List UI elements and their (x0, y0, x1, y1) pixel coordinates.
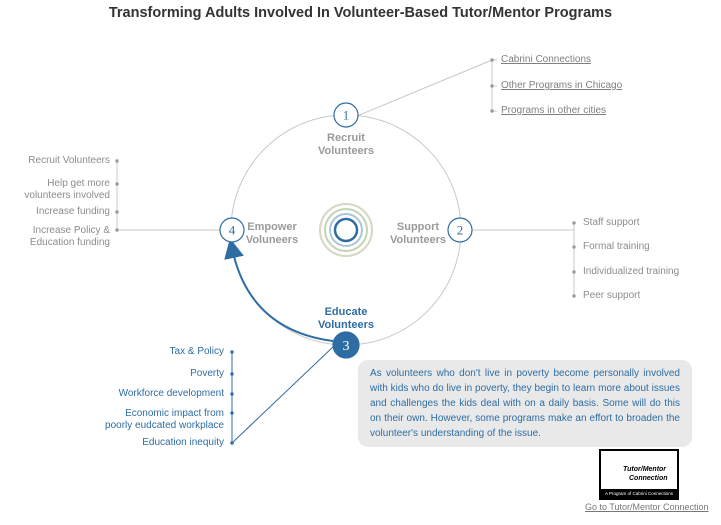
educate-item-economic-impact: Economic impact from poorly eudcated wor… (105, 408, 224, 431)
link-programs-other-cities[interactable]: Programs in other cities (501, 105, 607, 116)
empower-item-recruit-volunteers: Recruit Volunteers (28, 155, 110, 166)
educate-to-empower-arrow (224, 238, 334, 342)
empower-item-help-get-more: Help get more volunteers involved (24, 178, 110, 201)
logo-line2: Connection (629, 475, 668, 482)
node-educate: 3 (332, 331, 360, 359)
recruit-branch-dots (490, 58, 494, 113)
node-recruit: 1 (333, 102, 359, 128)
educate-branch-dots (230, 350, 234, 445)
node-number-educate: 3 (343, 339, 350, 354)
logo-tagline: A Program of Cabrini Connections (601, 489, 677, 498)
educate-item-poverty: Poverty (190, 368, 224, 379)
node-label-empower-line1: Empower (247, 221, 297, 233)
node-label-support-line2: Volunteers (389, 234, 447, 246)
node-label-recruit-line2: Volunteers (317, 145, 375, 157)
educate-item-education-inequity: Education inequity (142, 437, 224, 448)
node-support: 2 (447, 217, 473, 243)
support-item-peer-support: Peer support (583, 290, 641, 301)
support-item-individualized-training: Individualized training (583, 266, 680, 277)
node-label-recruit-line1: Recruit (327, 132, 365, 144)
link-other-programs-chicago[interactable]: Other Programs in Chicago (501, 80, 623, 91)
node-label-support: Support Volunteers (380, 221, 456, 247)
spiral-icon (319, 203, 373, 257)
node-label-empower-line2: Voluneers (245, 234, 299, 246)
link-cabrini-connections[interactable]: Cabrini Connections (501, 54, 592, 65)
node-number-recruit: 1 (343, 108, 350, 123)
node-label-educate: Educate Volunteers (306, 306, 386, 332)
node-label-empower: Empower Voluneers (236, 221, 308, 247)
node-number-empower: 4 (229, 223, 236, 238)
support-branch-dots (572, 221, 576, 298)
logo-line1: Tutor/Mentor (623, 466, 667, 473)
educate-branch-lines (231, 345, 335, 444)
info-box: As volunteers who don't live in poverty … (358, 360, 692, 447)
node-label-educate-line1: Educate (324, 306, 368, 318)
support-item-formal-training: Formal training (583, 241, 650, 252)
page-title: Transforming Adults Involved In Voluntee… (108, 5, 613, 21)
support-branch-lines (472, 223, 575, 296)
empower-branch-dots (115, 159, 119, 232)
node-label-support-line1: Support (396, 221, 440, 233)
node-number-support: 2 (457, 223, 464, 238)
node-empower: 4 (219, 217, 245, 243)
node-label-recruit: Recruit Volunteers (296, 132, 396, 158)
support-item-staff: Staff support (583, 217, 640, 228)
educate-item-workforce: Workforce development (118, 388, 224, 399)
empower-item-increase-policy: Increase Policy & Education funding (29, 225, 110, 248)
tutor-mentor-logo[interactable]: Tutor/Mentor Connection A Program of Cab… (599, 449, 679, 500)
go-to-tutor-mentor-link[interactable]: Go to Tutor/Mentor Connection (585, 502, 709, 512)
empower-branch-lines (116, 161, 220, 231)
educate-item-tax-policy: Tax & Policy (169, 346, 224, 357)
empower-item-increase-funding: Increase funding (36, 206, 110, 217)
node-label-educate-line2: Volunteers (317, 319, 375, 331)
recruit-branch-lines (356, 59, 497, 117)
